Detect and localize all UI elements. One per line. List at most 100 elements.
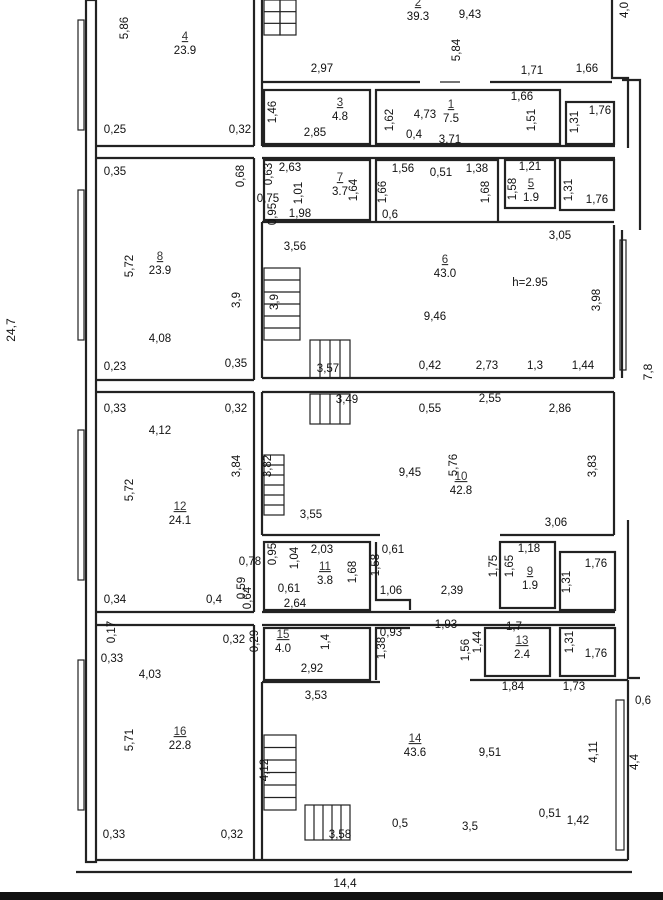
dimension-label: 0,95 xyxy=(267,203,279,225)
room-wc-walls xyxy=(558,626,617,678)
window xyxy=(77,429,85,581)
dimension-label: 0,33 xyxy=(104,403,126,415)
corridor-wall xyxy=(96,610,615,627)
dimension-label: 3,82 xyxy=(262,455,274,477)
dimension-label: 1,66 xyxy=(576,63,598,75)
dimension-label: 0,68 xyxy=(235,165,247,187)
dimension-label: 2,73 xyxy=(476,360,498,372)
right-height-label: 7,8 xyxy=(641,363,655,380)
walls xyxy=(76,0,642,874)
room-number: 4 xyxy=(182,31,189,43)
room-number: 12 xyxy=(174,501,187,513)
room-15-walls xyxy=(262,626,372,682)
room-number: 5 xyxy=(528,178,534,190)
dimension-label: 5,72 xyxy=(124,479,136,501)
dimension-label: 9,43 xyxy=(459,9,481,21)
dimension-label: 3,9 xyxy=(231,292,243,308)
window xyxy=(77,19,85,131)
stairs xyxy=(263,0,351,841)
room-number: 10 xyxy=(455,471,468,483)
dimension-label: 1,66 xyxy=(377,181,389,203)
room-7-walls xyxy=(262,158,372,222)
dimension-label: 0,78 xyxy=(239,556,261,568)
wall xyxy=(262,678,628,684)
dimension-label: 4,12 xyxy=(149,425,171,437)
dimension-label: 0,4 xyxy=(406,129,423,141)
dimension-label: 5,84 xyxy=(451,38,463,61)
dimension-label: 4,73 xyxy=(414,109,436,121)
dimension-label: 1,31 xyxy=(564,631,576,653)
window xyxy=(619,239,627,371)
staircase xyxy=(263,734,297,811)
dimension-label: 1,46 xyxy=(267,101,279,123)
dimension-label: 1,44 xyxy=(472,630,484,653)
room-number: 7 xyxy=(337,172,343,184)
dimension-label: 0,23 xyxy=(104,361,126,373)
room-3-walls xyxy=(262,88,372,146)
dimension-label: 4,03 xyxy=(139,669,161,681)
staircase xyxy=(263,267,301,341)
room-wc-walls xyxy=(564,100,616,146)
room-wc-walls xyxy=(558,550,617,612)
room-number: 2 xyxy=(415,0,421,9)
staircase xyxy=(309,339,351,379)
dimension-label: 9,46 xyxy=(424,311,446,323)
dimension-label: 3,56 xyxy=(284,241,306,253)
dimension-label: 3,55 xyxy=(300,509,322,521)
dimension-label: 0,35 xyxy=(104,166,126,178)
dimension-label: 2,92 xyxy=(301,663,323,675)
dimension-label: 1,76 xyxy=(589,105,611,117)
dimension-label: 9,45 xyxy=(399,467,421,479)
dimension-label: 4,0 xyxy=(619,2,631,18)
dimension-label: 0,93 xyxy=(380,627,402,639)
dimension-label: 3,53 xyxy=(305,690,327,702)
labels: 24,77,814,4h=2.95423.9239.334.817.573.75… xyxy=(4,0,655,890)
dimension-label: 1,76 xyxy=(586,194,608,206)
room-13-walls xyxy=(483,626,552,678)
dimension-label: 0,4 xyxy=(206,594,223,606)
room-number: 8 xyxy=(157,251,163,263)
dimension-label: 0,64 xyxy=(242,586,254,609)
room-11-walls xyxy=(262,540,372,612)
dimension-label: 5,72 xyxy=(124,255,136,277)
dimension-label: 4,08 xyxy=(149,333,171,345)
dimension-label: 5,76 xyxy=(448,454,460,476)
dimension-label: 1,31 xyxy=(569,111,581,133)
room-area: 23.9 xyxy=(174,45,196,57)
dimension-label: 1,44 xyxy=(572,360,595,372)
dimension-label: 1,76 xyxy=(585,558,607,570)
dimension-label: 0,33 xyxy=(103,829,125,841)
dimension-label: 0,25 xyxy=(104,124,126,136)
room-area: 1.9 xyxy=(522,580,538,592)
dimension-label: 1,93 xyxy=(435,619,457,631)
dimension-label: 1,73 xyxy=(563,681,585,693)
overall-width-label: 14,4 xyxy=(333,876,357,890)
dimension-label: 0,75 xyxy=(257,193,279,205)
dimension-label: 2,63 xyxy=(279,162,301,174)
dimension-label: 0,29 xyxy=(249,630,261,652)
room-area: 43.6 xyxy=(404,747,426,759)
dimension-label: 0,59 xyxy=(236,577,248,599)
room-number: 1 xyxy=(448,99,454,111)
dimension-label: 3,9 xyxy=(269,294,281,310)
dimension-label: 4,4 xyxy=(629,753,641,770)
window xyxy=(77,189,85,341)
staircase xyxy=(263,454,285,516)
dimension-label: 3,58 xyxy=(329,829,351,841)
bottom-bar xyxy=(0,892,663,900)
dimension-label: 1,31 xyxy=(561,571,573,593)
room-number: 15 xyxy=(277,629,290,641)
dimension-label: 2,86 xyxy=(549,403,571,415)
dimension-label: 0,61 xyxy=(382,544,404,556)
room-number: 9 xyxy=(527,566,533,578)
dimension-label: 1,01 xyxy=(293,182,305,204)
dimension-label: 1,76 xyxy=(585,648,607,660)
dimension-label: 0,51 xyxy=(539,808,561,820)
room-area: 24.1 xyxy=(169,515,191,527)
dimension-label: 1,38 xyxy=(466,163,488,175)
overall-height-label: 24,7 xyxy=(4,318,18,342)
spine-wall xyxy=(252,0,264,860)
room-area: 3.8 xyxy=(317,575,333,587)
dimension-label: 3,49 xyxy=(336,394,358,406)
